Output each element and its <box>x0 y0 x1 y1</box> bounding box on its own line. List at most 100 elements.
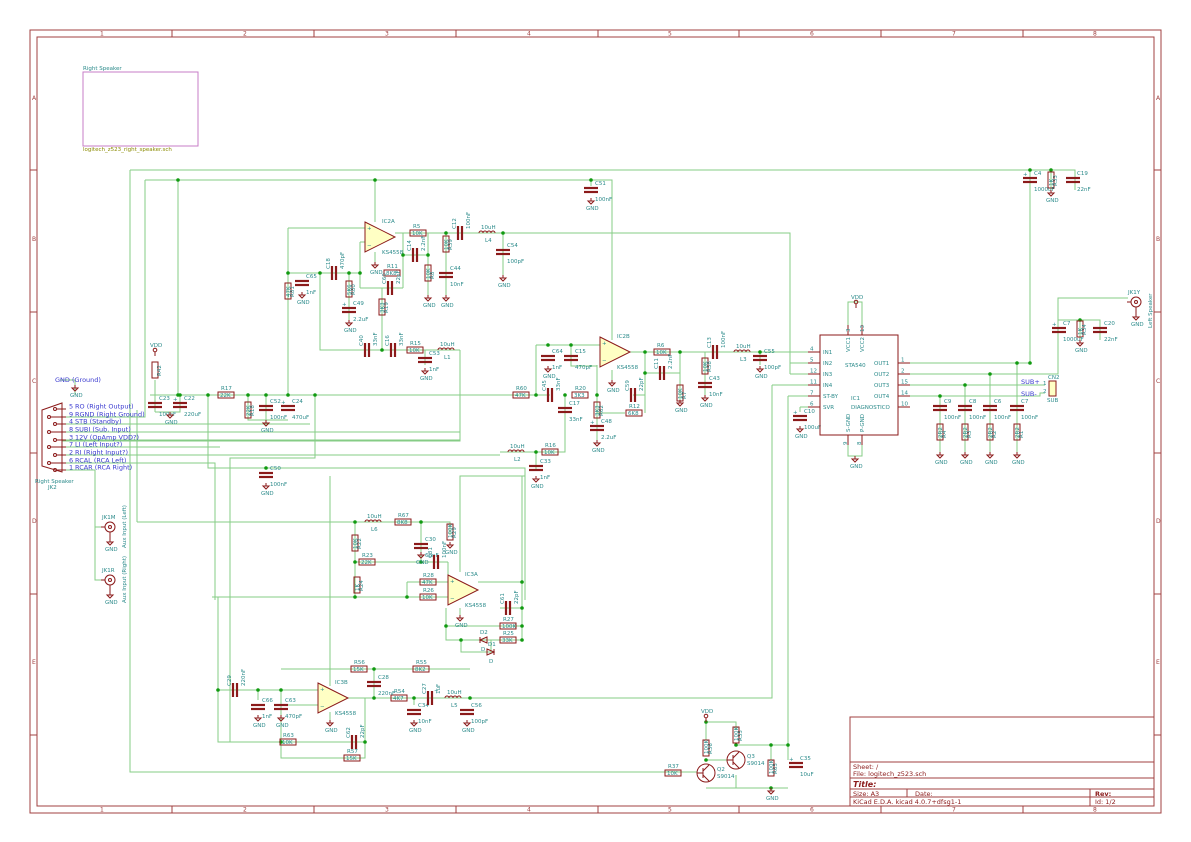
diode-d2[interactable]: D2D <box>478 630 488 653</box>
hierarchical-sheet-right-speaker[interactable]: Right Speaker logitech_z523_right_speake… <box>82 66 199 153</box>
diode-d1[interactable]: D1D <box>486 642 496 665</box>
resistor-r42[interactable]: R42 <box>151 361 163 379</box>
ic1-sta540[interactable]: 4IN15IN212IN311IN47ST-BY6SVR1OUT12OUT215… <box>808 325 910 445</box>
